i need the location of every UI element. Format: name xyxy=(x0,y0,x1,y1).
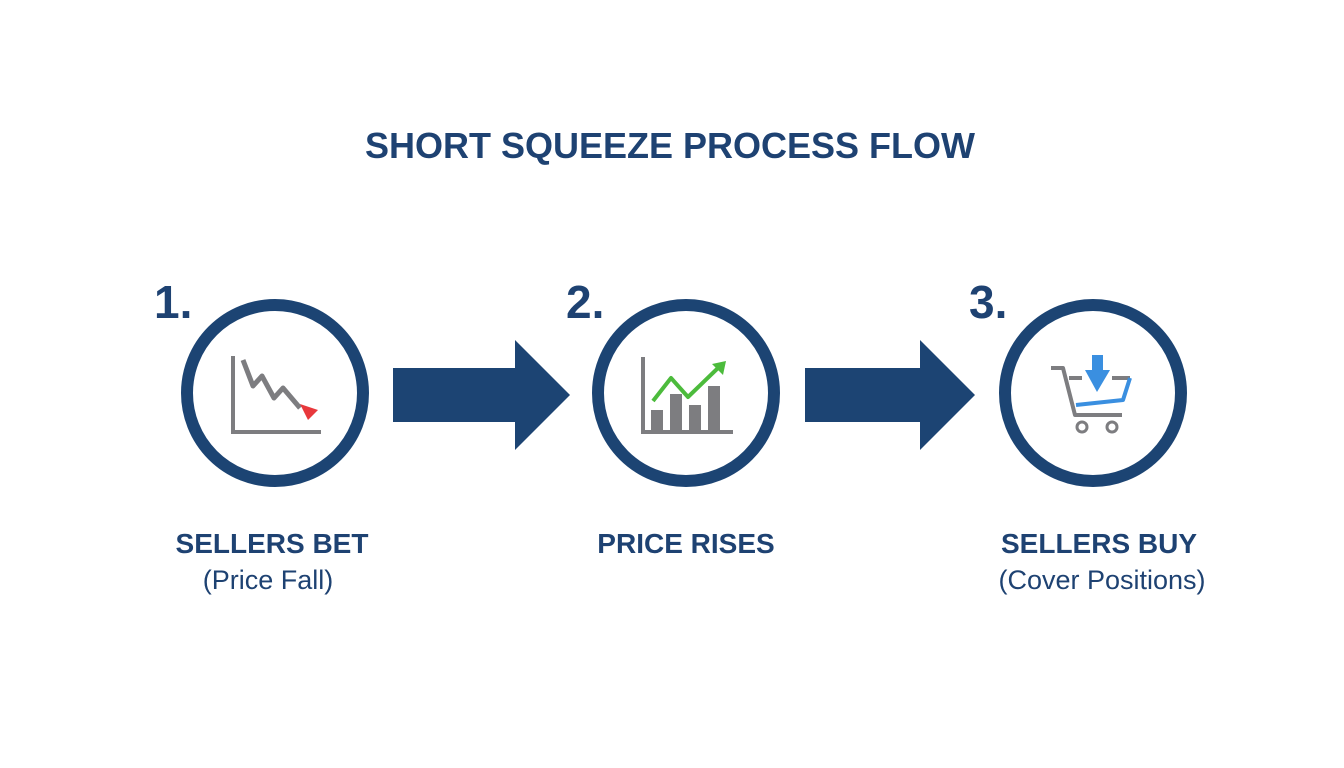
diagram-title: SHORT SQUEEZE PROCESS FLOW xyxy=(365,125,975,166)
step-label: PRICE RISES xyxy=(597,528,774,559)
step-1: 1. SELLERS BET (Price Fall) xyxy=(154,276,369,595)
arrow-right-icon xyxy=(393,340,570,450)
chart-down-icon xyxy=(231,356,321,434)
step-label: SELLERS BUY xyxy=(1001,528,1197,559)
cart-download-icon xyxy=(1051,355,1132,434)
step-sublabel: (Price Fall) xyxy=(203,565,334,595)
step-label: SELLERS BET xyxy=(176,528,369,559)
step-number: 3. xyxy=(969,276,1007,328)
step-circle xyxy=(181,299,369,487)
step-circle xyxy=(592,299,780,487)
chart-up-icon xyxy=(641,357,733,434)
step-circle xyxy=(999,299,1187,487)
step-2: 2. PRICE RISES xyxy=(566,276,780,559)
step-3: 3. SELLERS BUY (Cover Positions) xyxy=(969,276,1206,595)
step-number: 2. xyxy=(566,276,604,328)
step-number: 1. xyxy=(154,276,192,328)
step-sublabel: (Cover Positions) xyxy=(998,565,1205,595)
arrow-right-icon xyxy=(805,340,975,450)
